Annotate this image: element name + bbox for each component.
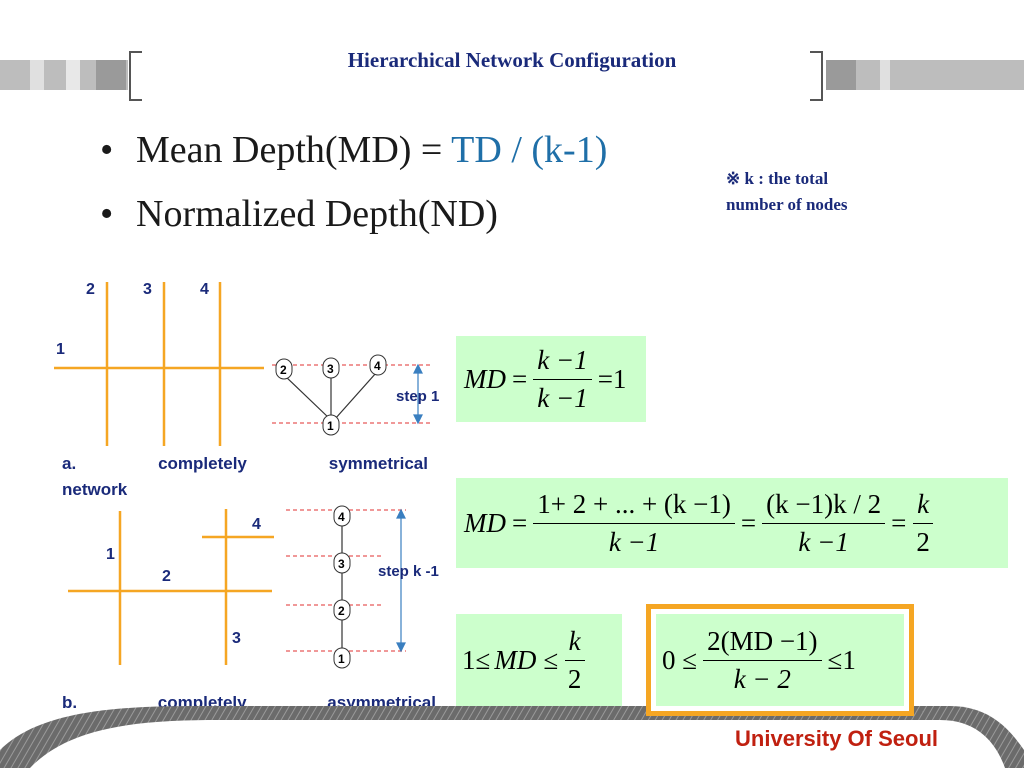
formula-md-asymmetric: MD = 1+ 2 + ... + (k −1) k −1 = (k −1)k … (456, 478, 1008, 568)
tree-a-node-3: 3 (327, 362, 334, 376)
diagram-b-grid: 1 2 3 4 (68, 509, 274, 665)
bullet-dot: • (100, 193, 114, 235)
tree-a-node-4: 4 (374, 359, 381, 373)
chain-node-1: 1 (338, 652, 345, 666)
normalized-depth-frame: 0 ≤ 2(MD −1) k − 2 ≤1 (646, 604, 914, 716)
formula-normalized-depth: 0 ≤ 2(MD −1) k − 2 ≤1 (656, 614, 904, 706)
footer-wave (0, 706, 1024, 768)
slide-title: Hierarchical Network Configuration (347, 48, 677, 72)
k-definition-note: ※ k : the total number of nodes (726, 169, 848, 214)
university-footer: University Of Seoul (735, 726, 938, 751)
grid-b-label-1: 1 (106, 546, 115, 563)
grid-b-label-2: 2 (162, 568, 171, 585)
grid-label-1: 1 (56, 341, 65, 358)
grid-label-4: 4 (200, 281, 209, 298)
chain-node-2: 2 (338, 604, 345, 618)
bullet-dot: • (100, 129, 114, 171)
header-decoration (0, 51, 1024, 101)
grid-b-label-4: 4 (252, 516, 261, 533)
caption-a-line2: network (62, 480, 128, 499)
step-k-label: step k -1 (378, 563, 439, 580)
tree-a-node-2: 2 (280, 363, 287, 377)
grid-b-label-3: 3 (232, 630, 241, 647)
step-1-label: step 1 (396, 388, 439, 405)
chain-node-4: 4 (338, 510, 345, 524)
diagram-b-chain: 4 3 2 1 step k -1 (286, 505, 439, 669)
grid-label-2: 2 (86, 281, 95, 298)
bullet-mean-depth: •Mean Depth(MD) = TD / (k-1) (100, 129, 608, 171)
diagram-a-tree: 2 3 4 1 step 1 (272, 354, 439, 436)
formula-md-bounds: 1≤ MD ≤ k 2 (456, 614, 622, 706)
tree-a-node-1: 1 (327, 419, 334, 433)
diagram-a-grid: 1 2 3 4 (54, 281, 264, 446)
grid-label-3: 3 (143, 281, 152, 298)
caption-a-line1: a. completely symmetrical (62, 454, 428, 473)
chain-node-3: 3 (338, 557, 345, 571)
bullet-normalized-depth: •Normalized Depth(ND) (100, 193, 498, 235)
formula-md-symmetric: MD = k −1 k −1 =1 (456, 336, 646, 422)
